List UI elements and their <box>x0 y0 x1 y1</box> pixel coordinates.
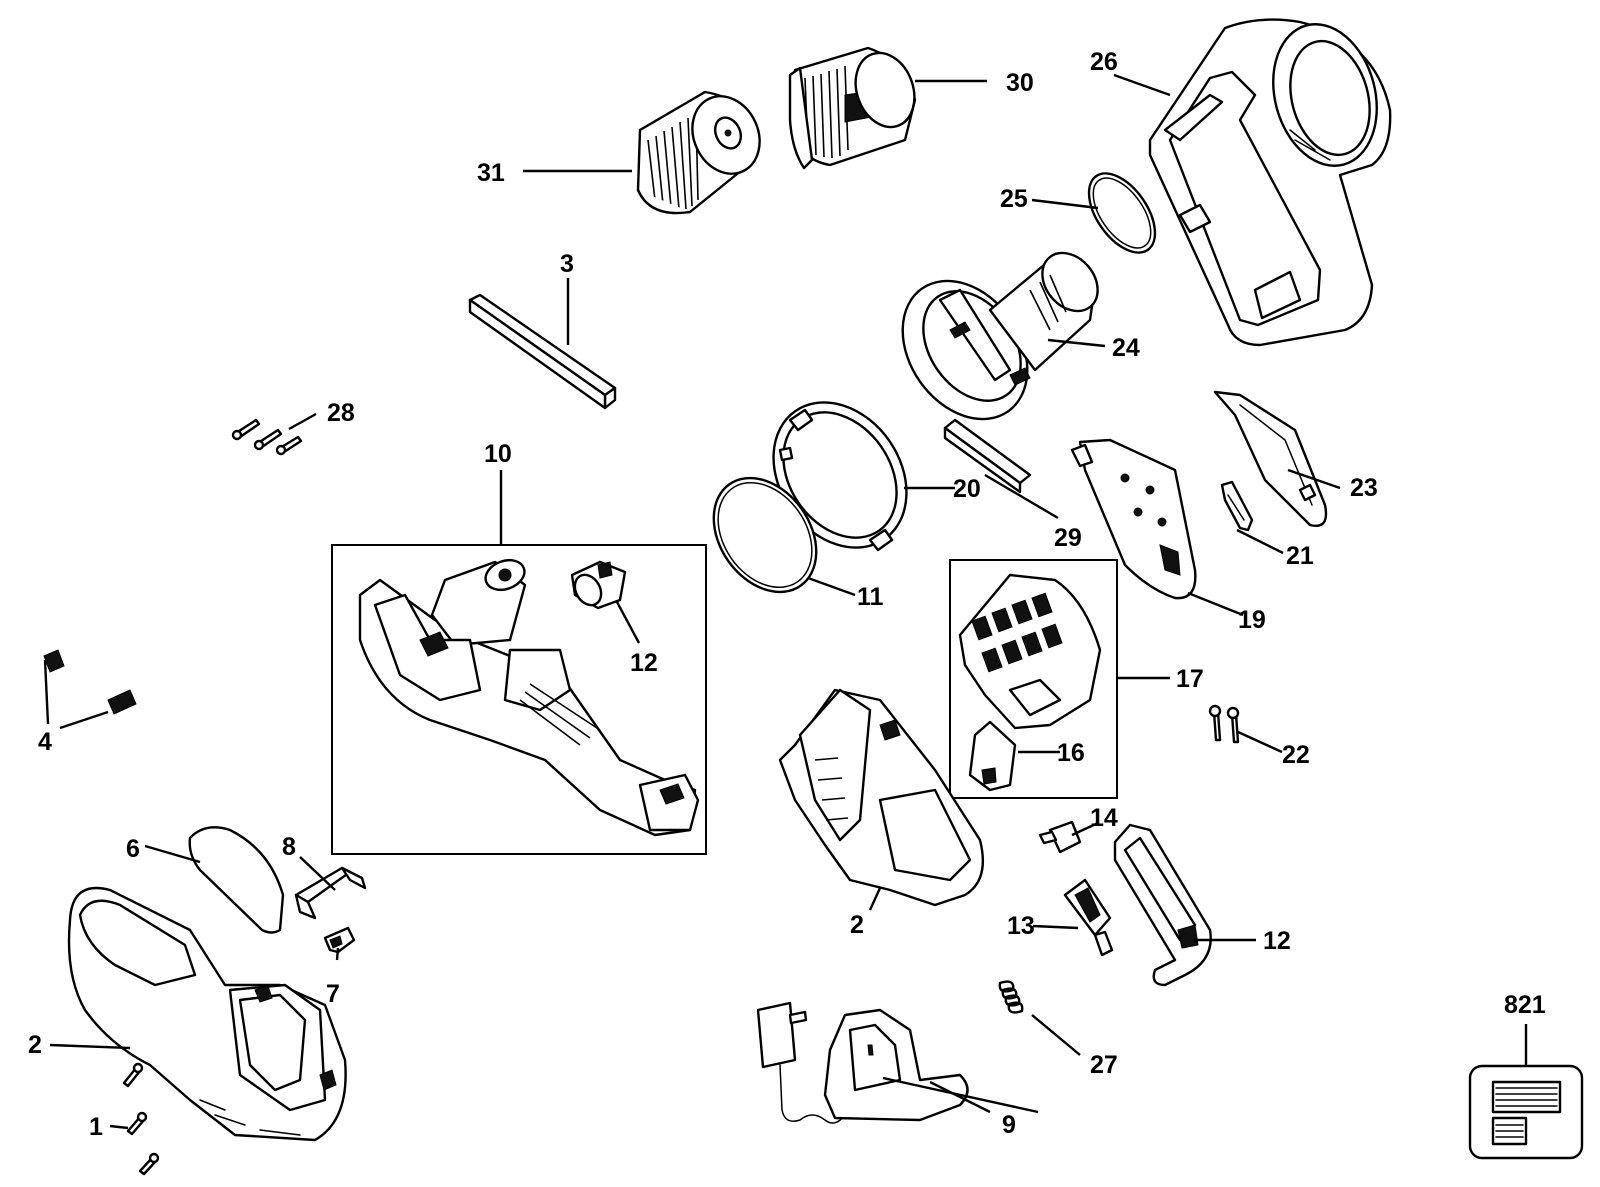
label-part-26: 26 <box>1090 48 1118 76</box>
part-31-pleated-filter <box>636 90 761 215</box>
label-part-10: 10 <box>484 440 512 468</box>
part-26-dust-bowl <box>1148 18 1392 347</box>
label-part-12: 12 <box>630 649 658 677</box>
part-25-o-ring <box>1087 172 1157 254</box>
label-part-17: 16 <box>1057 739 1085 767</box>
label-part-3: 3 <box>560 250 574 278</box>
label-part-7: 7 <box>326 980 340 1008</box>
label-part-28: 28 <box>327 399 355 427</box>
part-16-switch-knob <box>1038 820 1082 854</box>
part-30-filter-frame <box>788 46 917 170</box>
label-part-23: 23 <box>1350 474 1378 502</box>
part-10-handle-assembly <box>358 558 700 837</box>
part-3-foam-strip <box>468 293 617 410</box>
label-part-8: 8 <box>282 833 296 861</box>
label-part-21: 21 <box>1286 542 1314 570</box>
part-24-motor-assembly <box>901 251 1099 421</box>
part-28-screws <box>231 418 303 456</box>
part-12-clip <box>570 560 627 610</box>
label-part-24: 24 <box>1112 334 1140 362</box>
label-part-1: 1 <box>89 1113 103 1141</box>
part-7-clip <box>323 926 356 954</box>
label-part-4: 4 <box>38 728 52 756</box>
part-9-charger <box>756 1001 969 1124</box>
part-11-gasket-ring <box>712 476 818 594</box>
label-part-25: 25 <box>1000 185 1028 213</box>
part-4-brushes <box>43 649 137 715</box>
part-1-screws <box>122 1062 160 1176</box>
part-2-body-half-center <box>778 688 984 907</box>
label-part-11: 11 <box>857 583 884 611</box>
label-part-6: 6 <box>126 835 140 863</box>
label-part-29: 29 <box>1054 524 1082 552</box>
label-part-30: 30 <box>1006 69 1034 97</box>
label-part-2-left: 2 <box>28 1031 42 1059</box>
part-27-spring <box>998 980 1024 1014</box>
part-821-label <box>1468 1064 1584 1160</box>
label-part-31: 31 <box>477 159 505 187</box>
callout-labels: 31 30 26 25 24 3 28 10 20 11 29 23 21 19… <box>28 48 1546 1141</box>
part-21-latch <box>1220 480 1254 532</box>
part-10-box <box>331 544 707 855</box>
label-part-27: 27 <box>1090 1051 1118 1079</box>
part-17-contact <box>968 720 1017 792</box>
label-part-16: 14 <box>1090 804 1118 832</box>
part-22-screws <box>1208 704 1240 744</box>
part-29-filter-strip <box>943 418 1032 494</box>
label-part-20: 19 <box>1238 606 1266 634</box>
label-part-14: 13 <box>1007 912 1035 940</box>
part-20-bracket <box>1070 438 1197 600</box>
part-8-latch <box>294 866 367 920</box>
part-13-switch-cover <box>1113 823 1212 987</box>
part-6-filter-flap <box>188 826 285 934</box>
label-part-13: 12 <box>1263 927 1291 955</box>
part-2-body-half-left <box>67 886 347 1142</box>
leader-lines <box>43 73 1528 1130</box>
part-19-battery-holder <box>958 573 1102 730</box>
label-part-9: 9 <box>1002 1111 1016 1139</box>
label-part-821: 821 <box>1504 991 1546 1019</box>
label-part-18: 20 <box>953 475 981 503</box>
part-14-switch <box>1063 878 1114 957</box>
part-18-ring-frame <box>772 401 908 552</box>
label-part-22: 22 <box>1282 741 1310 769</box>
label-part-19: 17 <box>1176 665 1204 693</box>
label-part-2-center: 2 <box>850 911 864 939</box>
